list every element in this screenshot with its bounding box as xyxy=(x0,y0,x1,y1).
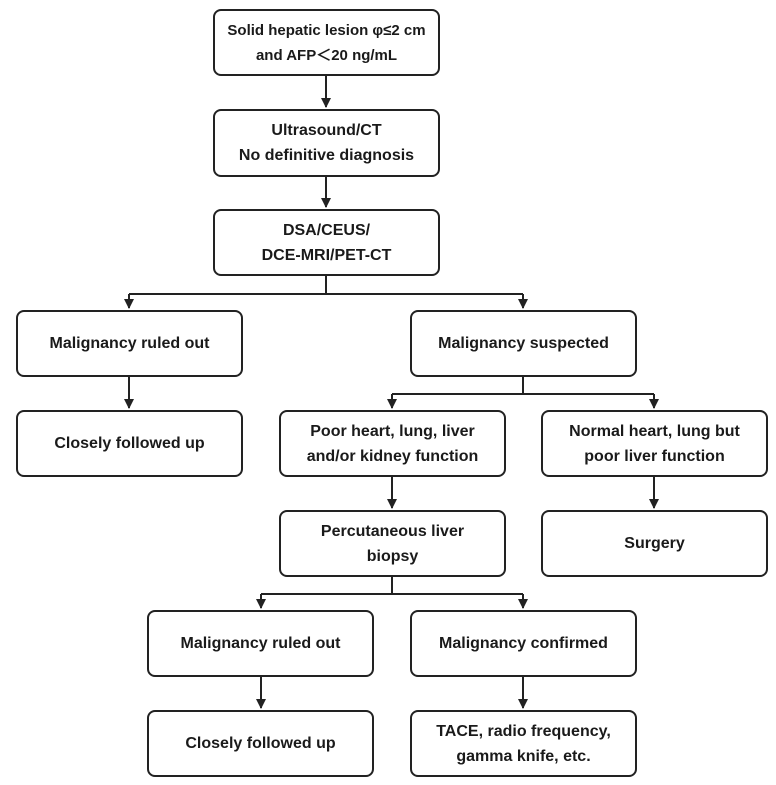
treatment-line1: TACE, radio frequency, xyxy=(436,722,611,740)
start-node-line1: Solid hepatic lesion φ≤2 cm xyxy=(227,21,426,39)
poor-function-line2: and/or kidney function xyxy=(306,447,479,465)
advanced-imaging-line2: DCE-MRI/PET-CT xyxy=(261,246,392,264)
closely-followed-up-label-2: Closely followed up xyxy=(185,735,336,752)
surgery-label: Surgery xyxy=(624,535,685,552)
treatment-node: TACE, radio frequency, gamma knife, etc. xyxy=(410,710,637,777)
normal-function-line1: Normal heart, lung but xyxy=(569,422,740,440)
closely-followed-up-label-1: Closely followed up xyxy=(54,435,205,452)
poor-function-node: Poor heart, lung, liver and/or kidney fu… xyxy=(279,410,506,477)
closely-followed-up-node-1: Closely followed up xyxy=(16,410,243,477)
imaging-node-line2: No definitive diagnosis xyxy=(238,147,415,164)
advanced-imaging-line1: DSA/CEUS/ xyxy=(282,221,371,239)
imaging-node-line1: Ultrasound/CT xyxy=(271,122,382,139)
malignancy-confirmed-label: Malignancy confirmed xyxy=(439,635,608,652)
closely-followed-up-node-2: Closely followed up xyxy=(147,710,374,777)
start-node-line2: and AFP＜20 ng/mL xyxy=(255,46,398,64)
surgery-node: Surgery xyxy=(541,510,768,577)
treatment-line2: gamma knife, etc. xyxy=(456,747,591,765)
start-node: Solid hepatic lesion φ≤2 cm and AFP＜20 n… xyxy=(213,9,440,76)
malignancy-ruled-out-node-1: Malignancy ruled out xyxy=(16,310,243,377)
malignancy-ruled-out-label-2: Malignancy ruled out xyxy=(180,635,341,652)
biopsy-node: Percutaneous liver biopsy xyxy=(279,510,506,577)
malignancy-ruled-out-node-2: Malignancy ruled out xyxy=(147,610,374,677)
biopsy-line2: biopsy xyxy=(366,547,419,565)
imaging-node: Ultrasound/CT No definitive diagnosis xyxy=(213,109,440,177)
normal-function-node: Normal heart, lung but poor liver functi… xyxy=(541,410,768,477)
malignancy-ruled-out-label-1: Malignancy ruled out xyxy=(49,335,210,352)
advanced-imaging-node: DSA/CEUS/ DCE-MRI/PET-CT xyxy=(213,209,440,276)
malignancy-suspected-node: Malignancy suspected xyxy=(410,310,637,377)
malignancy-suspected-label: Malignancy suspected xyxy=(438,335,609,352)
biopsy-line1: Percutaneous liver xyxy=(320,522,465,540)
poor-function-line1: Poor heart, lung, liver xyxy=(310,422,475,440)
normal-function-line2: poor liver function xyxy=(584,447,725,465)
malignancy-confirmed-node: Malignancy confirmed xyxy=(410,610,637,677)
